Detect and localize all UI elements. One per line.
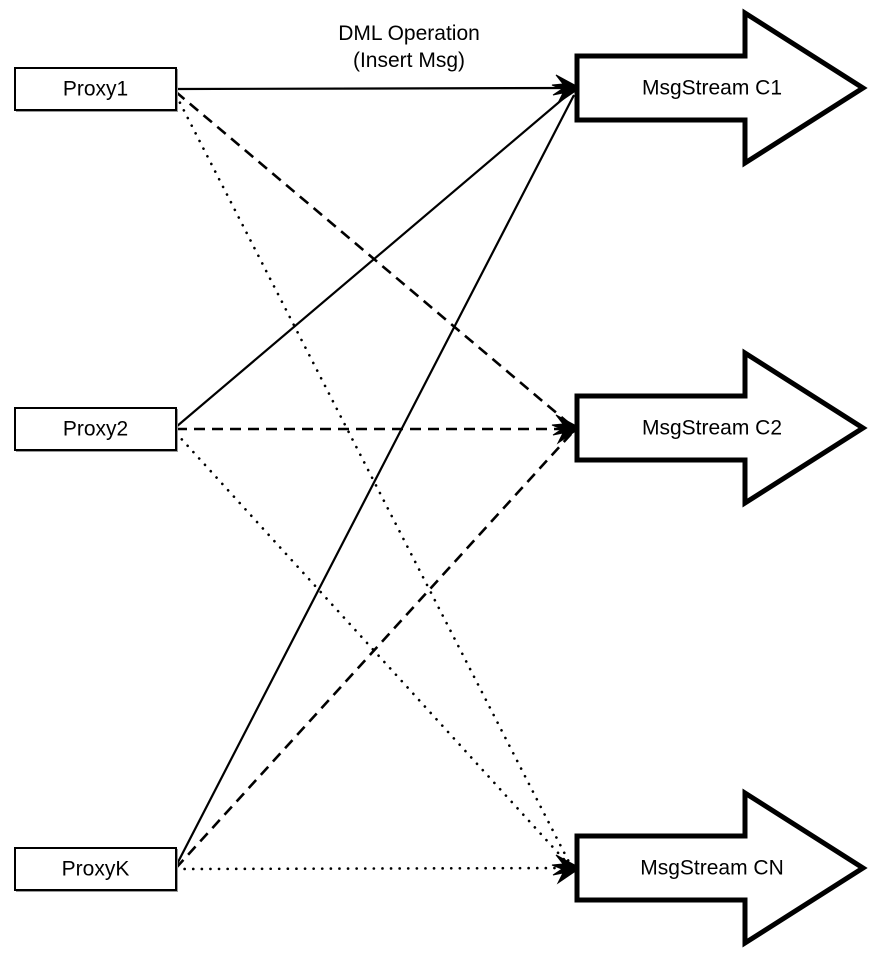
link-proxyK-c1 — [175, 94, 575, 867]
stream-arrow-stream_c1[interactable]: MsgStream C1 — [574, 8, 868, 168]
edge-label-insert-msg: (Insert Msg) — [353, 49, 465, 72]
proxy-node-proxy1[interactable]: Proxy1 — [14, 67, 178, 112]
stream-arrow-shape — [574, 788, 868, 948]
proxy-box — [14, 67, 177, 111]
link-proxy1-c1 — [175, 86, 573, 91]
link-proxyK-cn — [174, 866, 574, 871]
proxy-box — [14, 847, 177, 891]
stream-arrow-stream_c2[interactable]: MsgStream C2 — [574, 348, 868, 508]
proxy-node-proxyK[interactable]: ProxyK — [14, 847, 178, 892]
stream-arrow-stream_cn[interactable]: MsgStream CN — [574, 788, 868, 948]
proxy-label: Proxy2 — [63, 418, 128, 441]
link-proxyK-c2 — [175, 432, 573, 869]
streams-layer: MsgStream C1 MsgStream C2 MsgStream CN — [574, 8, 868, 948]
stream-label: MsgStream CN — [640, 857, 784, 880]
proxy-node-proxy2[interactable]: Proxy2 — [14, 407, 178, 452]
stream-label: MsgStream C1 — [642, 77, 782, 100]
proxy-box — [14, 407, 177, 451]
link-proxy1-cn — [174, 93, 572, 866]
stream-label: MsgStream C2 — [642, 417, 782, 440]
arrowhead-head-c2 — [551, 414, 581, 445]
arrowhead-head-c1 — [551, 74, 581, 105]
edge-label-dml-operation: DML Operation — [338, 22, 480, 45]
stream-arrow-shape — [574, 8, 868, 168]
link-proxy2-cn — [174, 431, 572, 868]
proxy-label: Proxy1 — [63, 78, 128, 101]
link-proxy2-c1 — [175, 91, 572, 428]
stream-arrow-shape — [574, 348, 868, 508]
arrowhead-head-cn — [551, 854, 581, 885]
proxy-label: ProxyK — [62, 858, 130, 881]
links-layer — [174, 86, 575, 871]
edge-label-group: DML Operation (Insert Msg) — [338, 22, 480, 72]
arrowheads-layer — [551, 74, 581, 885]
